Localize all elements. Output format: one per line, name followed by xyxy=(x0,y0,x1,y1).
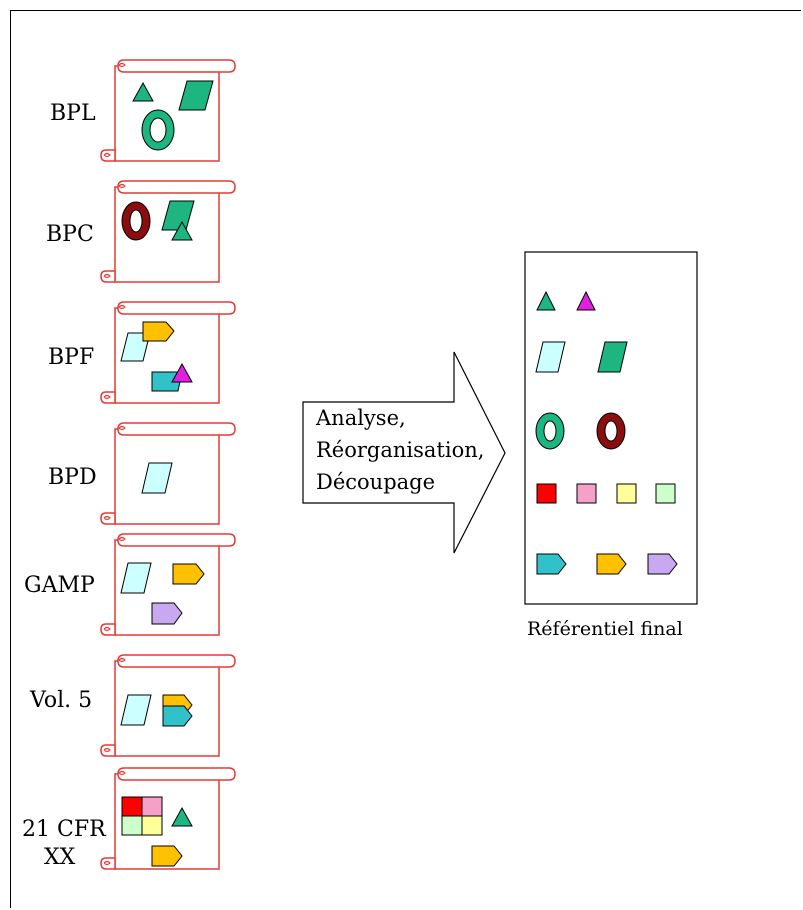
label-cfr-line2: XX xyxy=(44,845,76,870)
label-bpl: BPL xyxy=(50,101,96,126)
label-bpc: BPC xyxy=(46,222,94,247)
final-green-triangle-icon xyxy=(536,290,556,311)
label-bpf: BPF xyxy=(48,345,95,370)
arrow-caption-line3: Découpage xyxy=(316,470,436,494)
bpc-triangle-icon xyxy=(171,220,193,241)
bpl-ring-icon xyxy=(142,110,174,150)
vol5-teal-pentagon-icon xyxy=(162,705,193,727)
final-lavender-pentagon-icon xyxy=(647,553,678,575)
cfr-lightgreen-square-icon xyxy=(121,815,143,836)
process-arrow xyxy=(302,351,506,554)
final-teal-pentagon-icon xyxy=(536,553,567,575)
final-pink-square-icon xyxy=(576,483,597,504)
label-vol5: Vol. 5 xyxy=(30,688,93,713)
cfr-red-square-icon xyxy=(121,796,143,817)
bpf-triangle-icon xyxy=(171,362,193,383)
final-darkred-ring-icon xyxy=(597,413,625,449)
cfr-lightyellow-square-icon xyxy=(141,815,163,836)
gamp-parallelogram-icon xyxy=(120,562,152,594)
scroll-bpc xyxy=(100,180,236,283)
final-green-parallelogram-icon xyxy=(597,341,628,373)
vol5-parallelogram-icon xyxy=(120,694,152,726)
cfr-triangle-icon xyxy=(171,806,193,827)
final-green-ring-icon xyxy=(536,413,564,449)
bpl-triangle-icon xyxy=(132,81,154,102)
bpd-parallelogram-icon xyxy=(141,462,173,494)
cfr-pink-square-icon xyxy=(141,796,163,817)
final-referential-caption: Référentiel final xyxy=(527,618,683,640)
final-magenta-triangle-icon xyxy=(576,290,596,311)
page-frame xyxy=(10,10,801,908)
final-referential-box xyxy=(524,251,698,605)
arrow-caption-line2: Réorganisation, xyxy=(316,438,485,462)
final-lightgreen-square-icon xyxy=(655,483,676,504)
gamp-pentagon-icon xyxy=(172,563,205,585)
bpl-parallelogram-icon xyxy=(178,80,214,111)
gamp-lavender-pentagon-icon xyxy=(151,602,183,625)
final-lightyellow-square-icon xyxy=(616,483,637,504)
final-red-square-icon xyxy=(536,483,557,504)
bpc-ring-icon xyxy=(122,202,150,240)
label-cfr-line1: 21 CFR xyxy=(22,817,106,842)
arrow-caption-line1: Analyse, xyxy=(316,406,406,430)
cfr-pentagon-icon xyxy=(151,845,183,867)
final-yellow-pentagon-icon xyxy=(596,553,627,575)
arrow-caption: Analyse, Réorganisation, Découpage xyxy=(316,402,484,498)
bpf-pentagon-icon xyxy=(142,321,175,342)
label-gamp: GAMP xyxy=(24,573,95,598)
final-lightcyan-parallelogram-icon xyxy=(535,341,566,373)
label-bpd: BPD xyxy=(48,465,97,490)
